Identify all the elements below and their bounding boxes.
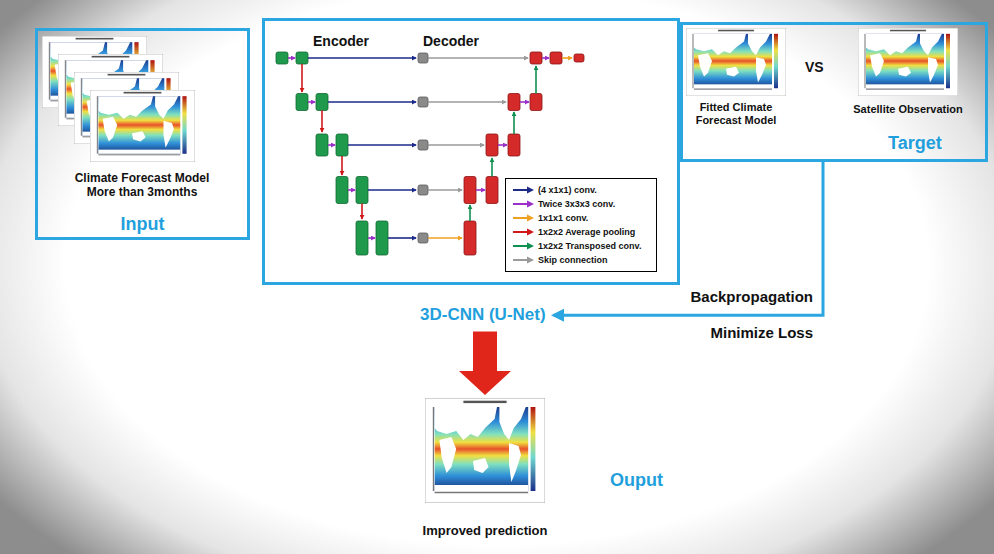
legend-row: 1x2x2 Transposed conv.: [512, 239, 650, 253]
forecast-map: [90, 90, 195, 162]
output-map-box: OuputImproved prediction: [425, 398, 545, 503]
legend-text: Twice 3x3x3 conv.: [538, 199, 615, 209]
legend-row: Skip connection: [512, 253, 650, 267]
node-text: Decoder: [423, 33, 479, 50]
node-text: Improved prediction: [395, 523, 575, 539]
legend-row: 1x2x2 Average pooling: [512, 225, 650, 239]
input-maps: [42, 36, 195, 162]
legend-text: Skip connection: [538, 255, 608, 265]
node-text: VS: [805, 59, 824, 76]
legend-row: (4 x1x1) conv.: [512, 183, 650, 197]
output-map: [425, 398, 545, 503]
satellite-map: [858, 28, 958, 96]
legend-text: 1x2x2 Transposed conv.: [538, 241, 641, 251]
legend-arrow: [512, 242, 534, 250]
node-text: 3D-CNN (U-Net): [420, 305, 546, 325]
legend-arrow: [512, 186, 534, 194]
legend-arrow: [512, 228, 534, 236]
legend-box: (4 x1x1) conv. Twice 3x3x3 conv. 1x1x1 con…: [505, 178, 657, 272]
legend-arrow: [512, 200, 534, 208]
legend-row: Twice 3x3x3 conv.: [512, 197, 650, 211]
input-panel: Climate Forecast Model More than 3months…: [35, 28, 250, 240]
output-arrow: [459, 331, 511, 395]
legend-text: 1x1x1 conv.: [538, 213, 588, 223]
legend-arrow: [512, 256, 534, 264]
legend-row: 1x1x1 conv.: [512, 211, 650, 225]
target-panel: Fitted Climate Forecast Model VS Satellite…: [680, 22, 988, 162]
unet-bottleneck-blocks: [418, 53, 428, 243]
node-text: Climate Forecast Model More than 3months: [62, 171, 222, 200]
legend-text: (4 x1x1) conv.: [538, 185, 597, 195]
node-text: Input: [38, 214, 247, 236]
fitted-map: [686, 28, 786, 96]
node-text: Target: [888, 133, 942, 155]
unet-encoder-blocks: [276, 52, 388, 255]
node-text: Ouput: [610, 470, 663, 492]
legend-text: 1x2x2 Average pooling: [538, 227, 635, 237]
node-text: Encoder: [313, 33, 369, 50]
node-text: Fitted Climate Forecast Model: [686, 101, 786, 127]
node-text: Satellite Observation: [838, 103, 978, 116]
legend-arrow: [512, 214, 534, 222]
edge-label: Backpropagation Minimize Loss: [663, 279, 813, 351]
